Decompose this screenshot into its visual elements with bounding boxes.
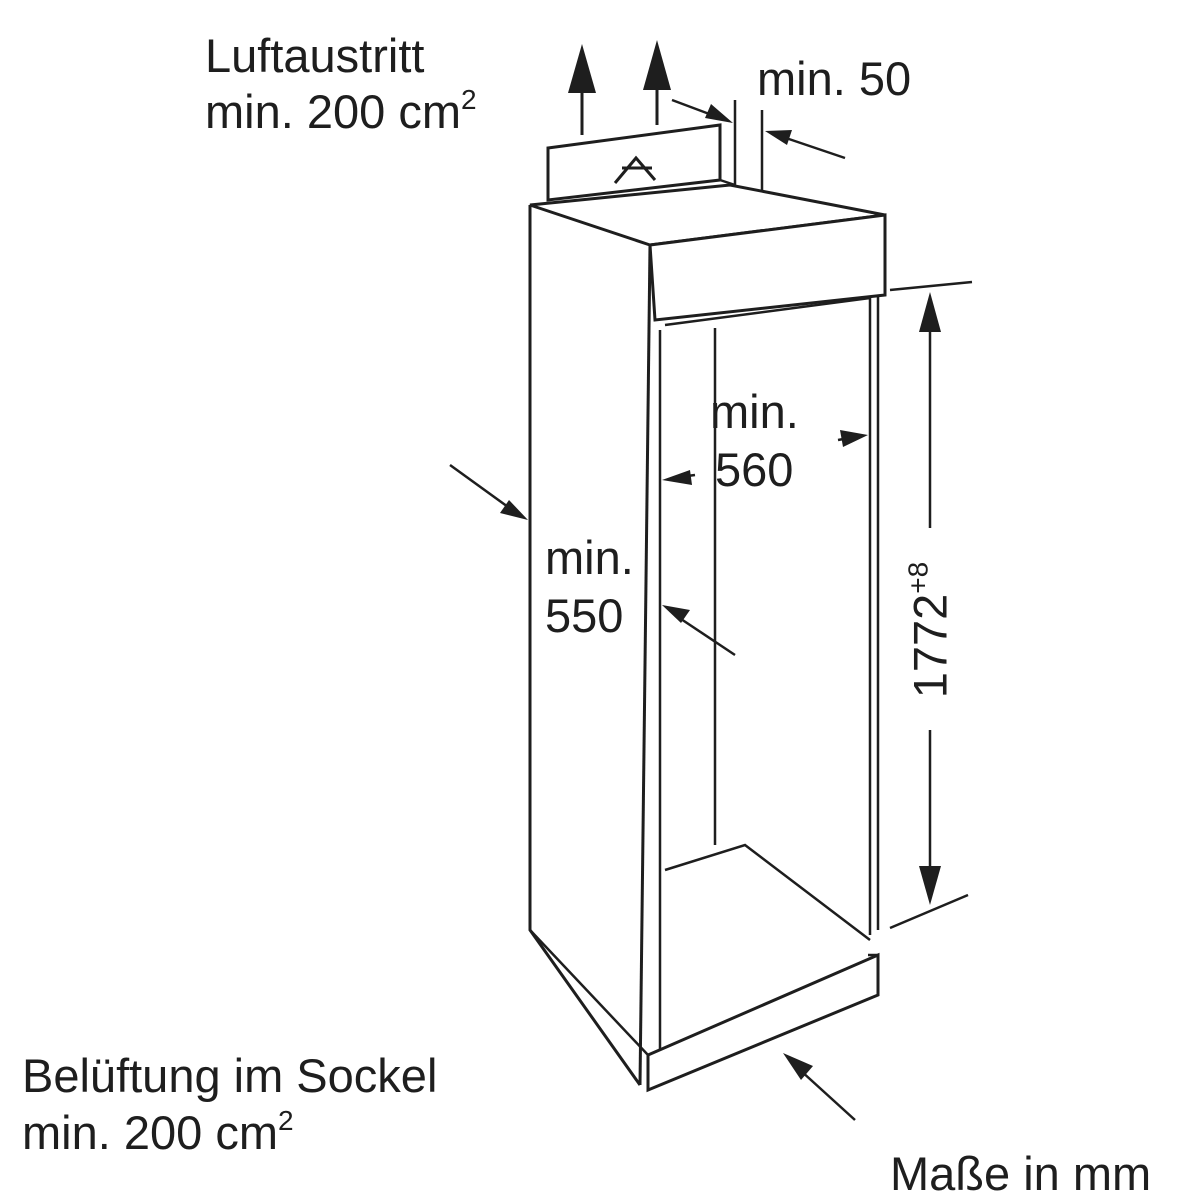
air-outlet-arrows	[568, 40, 671, 135]
arrow-right-icon	[500, 500, 528, 520]
gap-label: min. 50	[757, 52, 912, 105]
depth-label-value: 550	[545, 589, 624, 642]
gap-dimension	[671, 98, 846, 192]
air-outlet-area: min. 200 cm2	[205, 84, 477, 138]
star-icon	[613, 155, 657, 184]
arrow-right-icon	[705, 104, 733, 123]
plinth-vent-title: Belüftung im Sockel	[22, 1049, 438, 1102]
arrow-left-icon	[662, 605, 690, 623]
arrow-left-icon	[765, 130, 792, 145]
depth-dimension	[449, 463, 736, 657]
plinth-vent-arrow	[783, 1053, 856, 1121]
arrow-left-icon	[783, 1053, 813, 1080]
arrow-right-icon	[840, 430, 868, 447]
vent-duct	[546, 123, 736, 202]
height-dimension	[889, 280, 973, 930]
arrow-up-icon	[919, 292, 941, 332]
width-label-min: min.	[710, 385, 799, 438]
arrow-left-icon	[662, 470, 692, 485]
arrow-up-icon	[568, 44, 596, 93]
height-label: 1772+8	[902, 561, 957, 699]
arrow-up-icon	[643, 40, 671, 90]
cabinet-carcass	[528, 183, 887, 1093]
air-outlet-title: Luftaustritt	[205, 29, 425, 82]
cabinet-top-rail	[648, 213, 887, 322]
units-note: Maße in mm	[890, 1147, 1152, 1200]
width-label-value: 560	[715, 443, 794, 496]
plinth-vent-area: min. 200 cm2	[22, 1105, 294, 1159]
plinth	[646, 952, 880, 1093]
width-dimension	[662, 430, 868, 485]
arrow-down-icon	[919, 866, 941, 905]
depth-label-min: min.	[545, 531, 634, 584]
